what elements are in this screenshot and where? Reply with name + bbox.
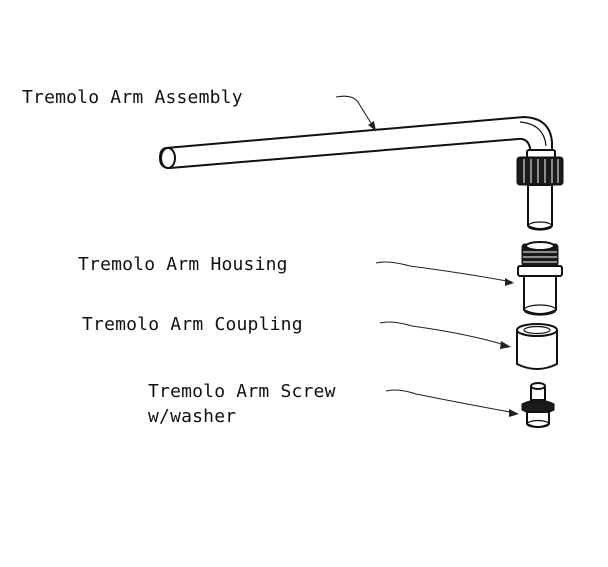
tremolo-arm-stem-end	[527, 221, 553, 231]
leader-arrow-assembly	[368, 121, 376, 131]
label-tremolo-arm-coupling: Tremolo Arm Coupling	[82, 314, 303, 335]
leader-line-assembly	[335, 95, 377, 132]
housing-thread-lines	[523, 251, 557, 263]
housing-barrel-end	[523, 304, 557, 316]
label-tremolo-arm-assembly: Tremolo Arm Assembly	[22, 87, 243, 108]
tremolo-arm-coupling-part	[516, 323, 558, 370]
screw-shaft-top	[530, 382, 546, 390]
tremolo-arm-housing-part	[517, 241, 563, 316]
label-screw-washer: w/washer	[148, 406, 237, 427]
tremolo-arm-bend-shading	[519, 121, 547, 147]
label-tremolo-arm-housing: Tremolo Arm Housing	[78, 254, 288, 275]
tremolo-arm-rod-tip	[160, 147, 176, 169]
housing-top-opening	[525, 241, 555, 251]
tremolo-arm-knurl-lines	[523, 159, 559, 183]
coupling-bore	[523, 325, 551, 335]
coupling-top	[516, 323, 558, 337]
leader-line-screw	[385, 389, 517, 414]
housing-flange	[517, 265, 563, 277]
leader-arrow-housing	[505, 278, 514, 286]
tremolo-arm-assembly-part	[159, 116, 564, 231]
screw-head-base	[526, 419, 550, 429]
coupling-body	[516, 329, 558, 370]
leader-line-housing	[375, 261, 513, 283]
leader-line-coupling	[379, 321, 509, 347]
tremolo-arm-screw-part	[521, 382, 555, 429]
tremolo-arm-rod	[159, 116, 553, 169]
label-tremolo-arm-screw: Tremolo Arm Screw	[148, 381, 336, 402]
leader-arrow-screw	[509, 409, 519, 417]
leader-arrow-coupling	[500, 341, 511, 349]
housing-barrel	[523, 275, 557, 315]
screw-head	[526, 411, 550, 428]
